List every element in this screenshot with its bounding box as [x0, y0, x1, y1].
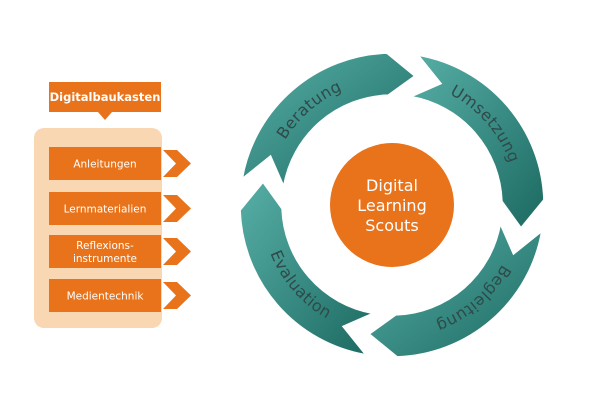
toolkit: Digitalbaukasten AnleitungenLernmaterial… [34, 82, 191, 328]
toolkit-item: Anleitungen [49, 147, 191, 180]
center-circle [330, 143, 454, 267]
toolkit-item-box [49, 279, 161, 312]
toolkit-items: AnleitungenLernmaterialienReflexions-ins… [49, 147, 191, 312]
title-pointer [98, 112, 112, 120]
toolkit-item: Medientechnik [49, 279, 191, 312]
chevron-arrow-icon [163, 150, 191, 177]
chevron-arrow-icon [163, 238, 191, 265]
toolkit-item-box [49, 192, 161, 225]
toolkit-item-box [49, 235, 161, 268]
cycle-arc-segment [239, 181, 376, 356]
chevron-arrow-icon [163, 282, 191, 309]
toolkit-title: Digitalbaukasten [50, 90, 161, 104]
toolkit-item-box [49, 147, 161, 180]
chevron-arrow-icon [163, 195, 191, 222]
cycle-arc-segment [368, 221, 543, 358]
cycle-arc-segment [241, 52, 416, 189]
toolkit-item-label: Lernmaterialien [64, 204, 147, 216]
toolkit-item: Reflexions-instrumente [49, 235, 191, 268]
cycle-arcs [239, 52, 545, 358]
toolkit-title-box: Digitalbaukasten [49, 82, 161, 120]
toolkit-item: Lernmaterialien [49, 192, 191, 225]
toolkit-item-label: Reflexions-instrumente [73, 240, 137, 265]
toolkit-item-label: Anleitungen [73, 159, 136, 171]
cycle-arc-segment [408, 54, 545, 229]
toolkit-item-label: Medientechnik [67, 291, 145, 303]
